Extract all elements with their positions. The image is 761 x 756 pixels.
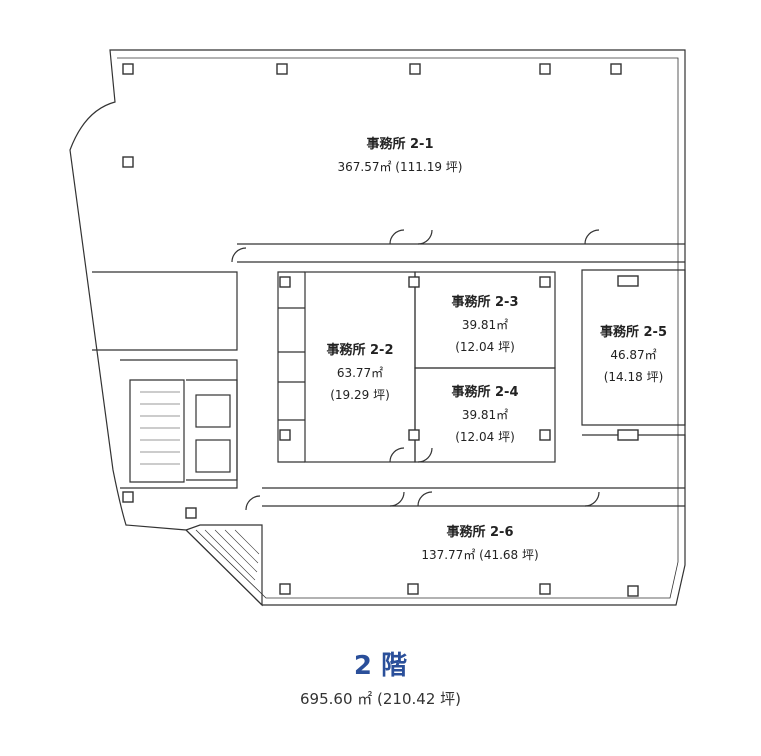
room-tsubo: (12.04 坪) — [455, 340, 515, 354]
room-tsubo: (14.18 坪) — [603, 370, 664, 384]
office-2-1-label: 事務所 2-1 367.57㎡ (111.19 坪) — [300, 134, 500, 178]
room-area: 137.77㎡ (41.68 坪) — [421, 548, 539, 562]
corridor-bottom — [262, 487, 685, 507]
room-tsubo: (12.04 坪) — [455, 430, 515, 444]
office-2-3-label: 事務所 2-3 39.81㎡ (12.04 坪) — [415, 292, 555, 358]
room-area: 367.57㎡ (111.19 坪) — [337, 160, 463, 174]
office-2-2-label: 事務所 2-2 63.77㎡ (19.29 坪) — [305, 340, 415, 406]
floor-title: 2 階 — [353, 651, 408, 681]
room-tsubo: (19.29 坪) — [330, 388, 390, 402]
room-name: 事務所 2-6 — [446, 525, 514, 540]
room-name: 事務所 2-3 — [451, 295, 519, 310]
room-area: 39.81㎡ — [461, 408, 509, 422]
room-name: 事務所 2-2 — [326, 343, 394, 358]
office-2-4-wall — [414, 367, 556, 463]
room-area: 46.87㎡ — [610, 348, 657, 362]
floor-plan — [69, 49, 686, 607]
room-name: 事務所 2-4 — [451, 385, 519, 400]
corridor-top — [237, 243, 685, 263]
floor-total-area: 695.60 ㎡ (210.42 坪) — [300, 690, 461, 708]
office-2-6-label: 事務所 2-6 137.77㎡ (41.68 坪) — [360, 522, 600, 566]
room-name: 事務所 2-5 — [599, 325, 667, 340]
office-2-5-label: 事務所 2-5 46.87㎡ (14.18 坪) — [582, 322, 685, 388]
room-area: 39.81㎡ — [461, 318, 509, 332]
office-2-4-label: 事務所 2-4 39.81㎡ (12.04 坪) — [415, 382, 555, 448]
room-area: 63.77㎡ — [336, 366, 384, 380]
office-2-5-wall — [581, 269, 686, 426]
room-name: 事務所 2-1 — [366, 137, 434, 152]
